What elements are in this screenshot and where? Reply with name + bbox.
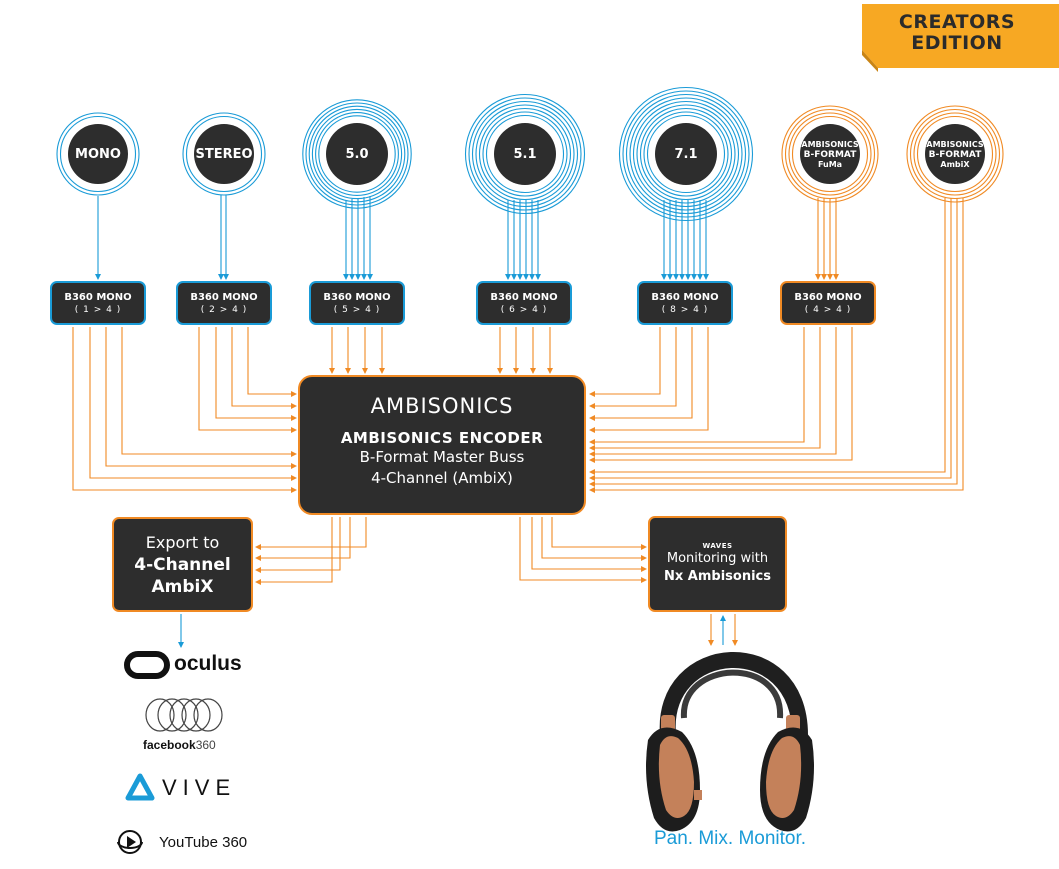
b360-encoder-1: B360 MONO( 1 > 4 ) bbox=[50, 281, 146, 325]
signal-wire bbox=[531, 517, 647, 572]
vive-icon bbox=[125, 773, 155, 801]
tagline: Pan. Mix. Monitor. bbox=[653, 828, 807, 849]
b360-encoder-4: B360 MONO( 6 > 4 ) bbox=[476, 281, 572, 325]
signal-wire bbox=[589, 327, 661, 397]
ambisonics-encoder-box: AMBISONICS AMBISONICS ENCODER B-Format M… bbox=[298, 375, 586, 515]
signal-wire bbox=[589, 198, 952, 481]
signal-wire bbox=[519, 517, 647, 583]
encoder-line-1: B-Format Master Buss bbox=[359, 448, 525, 466]
signal-wire bbox=[255, 517, 367, 550]
signal-wire bbox=[231, 327, 297, 409]
b360-encoder-6: B360 MONO( 4 > 4 ) bbox=[780, 281, 876, 325]
source-circle-2 bbox=[182, 112, 266, 196]
signal-wire bbox=[551, 517, 647, 550]
signal-wire bbox=[89, 327, 297, 481]
headphones-illustration bbox=[646, 652, 814, 832]
source-7-1-label: 7.1 bbox=[674, 146, 698, 162]
encoder-title: AMBISONICS ENCODER bbox=[340, 429, 544, 447]
signal-wire bbox=[589, 327, 677, 409]
export-box: Export to 4-Channel AmbiX bbox=[112, 517, 253, 612]
source-stereo-label: STEREO bbox=[195, 146, 253, 162]
facebook-360-label: facebook360 bbox=[143, 738, 216, 752]
facebook-360-icon bbox=[145, 698, 223, 732]
creators-edition-badge bbox=[862, 4, 1059, 68]
youtube-360-icon bbox=[117, 830, 143, 854]
monitor-box: WAVES Monitoring with Nx Ambisonics bbox=[648, 516, 787, 612]
source-5-0-label: 5.0 bbox=[345, 146, 369, 162]
encoder-line-2: 4-Channel (AmbiX) bbox=[371, 469, 513, 487]
source-circle-5 bbox=[618, 86, 754, 222]
signal-wire bbox=[541, 517, 647, 561]
signal-wire bbox=[589, 327, 853, 463]
source-circle-3 bbox=[302, 99, 412, 209]
signal-wire bbox=[247, 327, 297, 397]
signal-wire bbox=[215, 327, 297, 421]
b360-encoder-3: B360 MONO( 5 > 4 ) bbox=[309, 281, 405, 325]
signal-wire bbox=[589, 198, 946, 475]
signal-wire bbox=[121, 327, 297, 457]
source-5-1-label: 5.1 bbox=[513, 146, 537, 162]
signal-wire bbox=[105, 327, 297, 469]
signal-wire bbox=[589, 327, 693, 421]
signal-wire bbox=[589, 198, 958, 487]
signal-wire bbox=[255, 517, 341, 573]
signal-wire bbox=[198, 327, 297, 433]
waves-logo-label: WAVES bbox=[702, 542, 733, 550]
oculus-icon bbox=[124, 651, 170, 679]
source-circle-1 bbox=[56, 112, 140, 196]
source-mono-label: MONO bbox=[75, 146, 121, 162]
signal-wire bbox=[255, 517, 351, 561]
ambisonics-logo: AMBISONICS bbox=[370, 394, 514, 418]
youtube-360-label: YouTube 360 bbox=[159, 834, 248, 851]
b360-encoder-2: B360 MONO( 2 > 4 ) bbox=[176, 281, 272, 325]
oculus-label: oculus bbox=[174, 652, 242, 675]
signal-wire bbox=[589, 327, 709, 433]
signal-wire bbox=[589, 327, 821, 451]
signal-wire bbox=[589, 198, 964, 493]
signal-wire bbox=[589, 327, 837, 457]
signal-wire bbox=[589, 327, 805, 445]
source-circle-4 bbox=[464, 93, 586, 215]
b360-encoder-5: B360 MONO( 8 > 4 ) bbox=[637, 281, 733, 325]
source-circle-7 bbox=[906, 105, 1004, 203]
signal-wire bbox=[72, 327, 297, 493]
signal-wire bbox=[255, 517, 333, 585]
vive-label: VIVE bbox=[162, 775, 237, 800]
badge-shadow bbox=[862, 50, 878, 72]
